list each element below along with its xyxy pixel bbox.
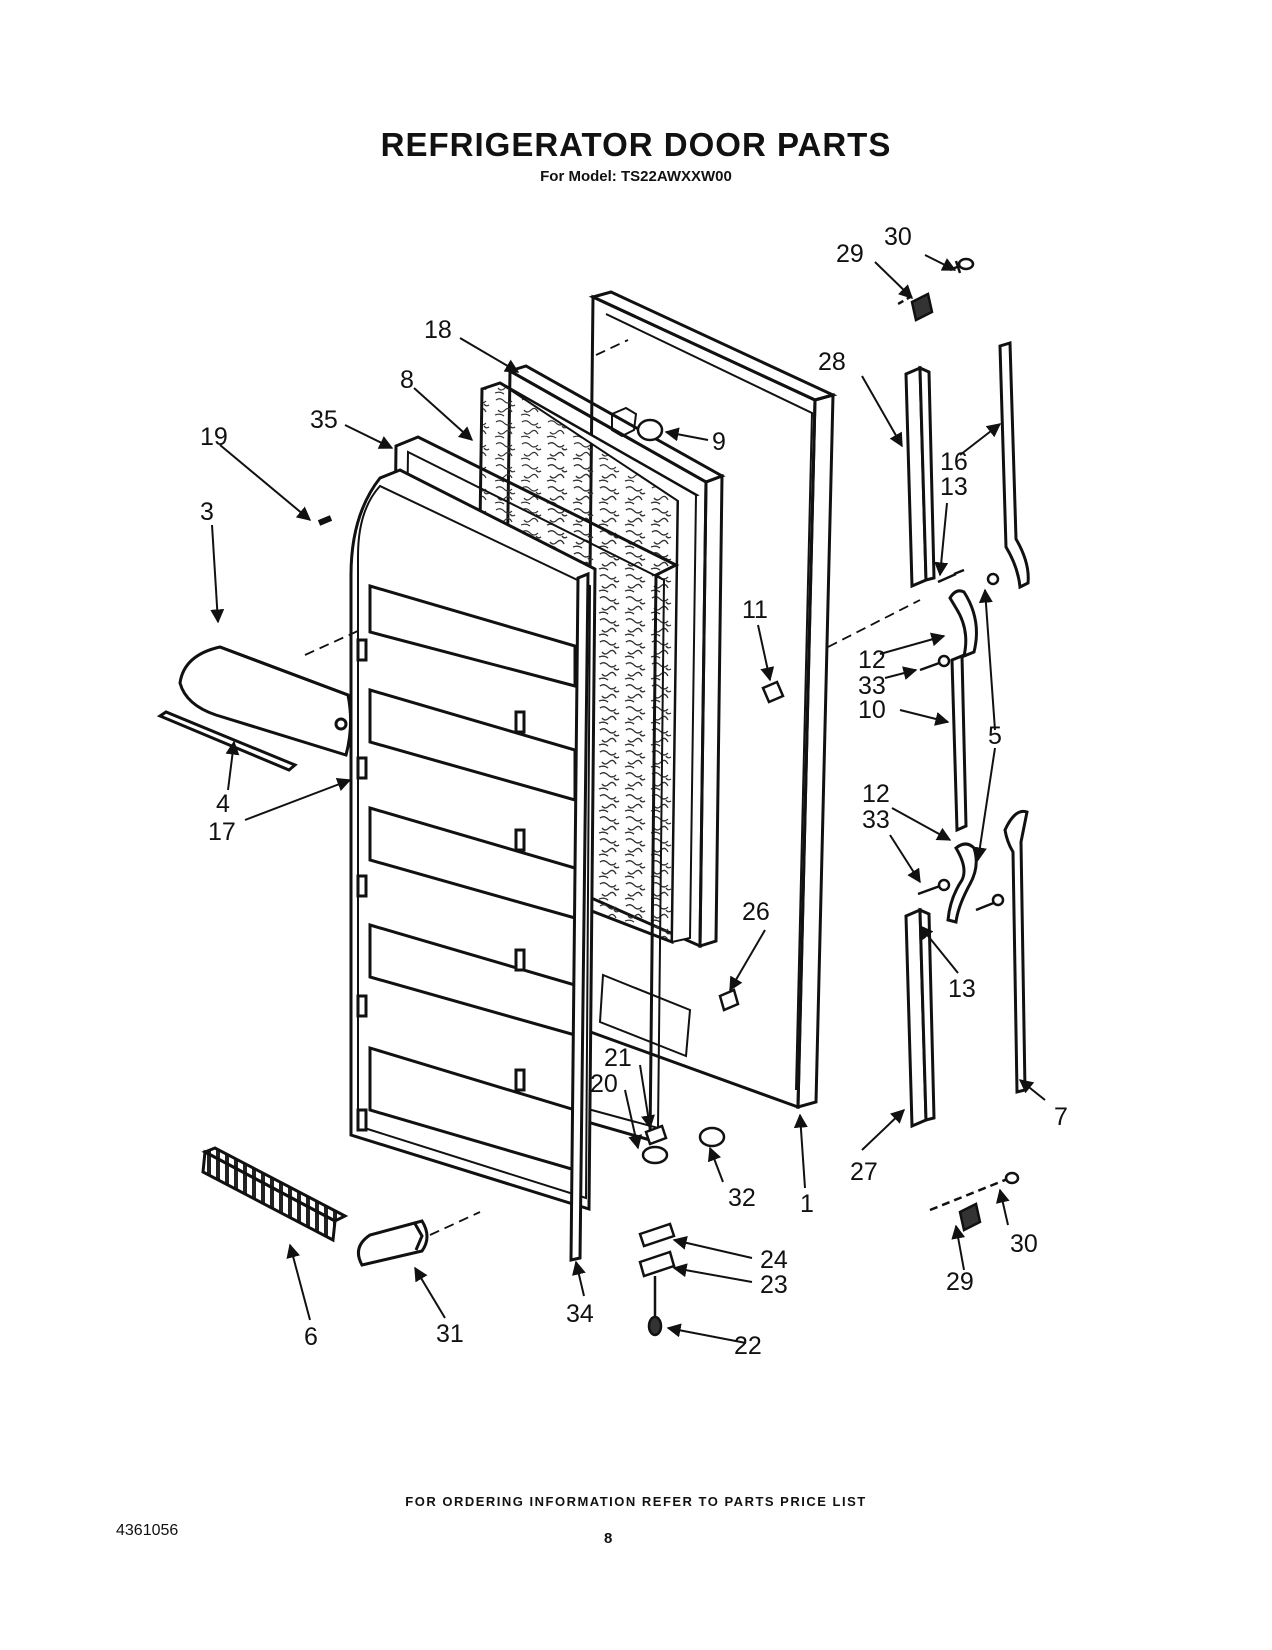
- callout-1: 1: [800, 1190, 814, 1218]
- breaker-strip: [569, 571, 590, 1262]
- kick-plate: [356, 1219, 429, 1267]
- callout-6: 6: [304, 1323, 318, 1351]
- page-title: REFRIGERATOR DOOR PARTS: [380, 126, 892, 163]
- callout-9: 9: [712, 428, 726, 456]
- base-grille: [201, 1146, 349, 1243]
- assembly-lines: [304, 339, 921, 1236]
- callout-13-upper: 13: [940, 473, 968, 501]
- callout-30-bottom: 30: [1010, 1230, 1038, 1258]
- callout-34: 34: [566, 1300, 594, 1328]
- handle-bracket-lower: [946, 842, 978, 924]
- callout-12-upper: 12: [858, 646, 886, 674]
- callout-leaders: [210, 254, 1046, 1344]
- lower-hinge-cover: [904, 907, 936, 1129]
- callout-35: 35: [310, 406, 338, 434]
- callout-12-lower: 12: [862, 780, 890, 808]
- callout-33-lower: 33: [862, 806, 890, 834]
- lower-handle: [1003, 809, 1029, 1094]
- door-liner: [349, 468, 597, 1212]
- callout-19: 19: [200, 423, 228, 451]
- callout-29-top: 29: [836, 240, 864, 268]
- callout-18: 18: [424, 316, 452, 344]
- callout-3: 3: [200, 498, 214, 526]
- callout-4: 4: [216, 790, 230, 818]
- handle-spacer: [950, 653, 968, 833]
- callout-10: 10: [858, 696, 886, 724]
- callout-7: 7: [1054, 1103, 1068, 1131]
- callout-33-upper: 33: [858, 672, 886, 700]
- callout-labels: 30 29 18 28 8 35 9 19 16 13 3 11 12 33 1…: [200, 223, 1068, 1360]
- callout-11: 11: [742, 596, 768, 624]
- model-subtitle: For Model: TS22AWXXW00: [540, 168, 732, 185]
- callout-30-top: 30: [884, 223, 912, 251]
- callout-24: 24: [760, 1246, 788, 1274]
- callout-32: 32: [728, 1184, 756, 1212]
- callout-16: 16: [940, 448, 968, 476]
- page-number: 8: [604, 1530, 613, 1547]
- callout-29-bottom: 29: [946, 1268, 974, 1296]
- hardware-parts: [317, 257, 1020, 1337]
- callout-17: 17: [208, 818, 236, 846]
- callout-31: 31: [436, 1320, 464, 1348]
- upper-hinge-cover: [904, 365, 936, 589]
- document-number: 4361056: [116, 1522, 179, 1539]
- callout-20: 20: [590, 1070, 618, 1098]
- callout-27: 27: [850, 1158, 878, 1186]
- callout-26: 26: [742, 898, 770, 926]
- callout-8: 8: [400, 366, 414, 394]
- callout-21: 21: [604, 1044, 632, 1072]
- upper-handle: [998, 341, 1030, 590]
- callout-13-lower: 13: [948, 975, 976, 1003]
- callout-23: 23: [760, 1271, 788, 1299]
- callout-22: 22: [734, 1332, 762, 1360]
- handle-bracket-upper: [948, 589, 978, 659]
- callout-28: 28: [818, 348, 846, 376]
- ordering-note: FOR ORDERING INFORMATION REFER TO PARTS …: [405, 1494, 867, 1509]
- dairy-door: [178, 645, 353, 757]
- callout-5: 5: [988, 722, 1002, 750]
